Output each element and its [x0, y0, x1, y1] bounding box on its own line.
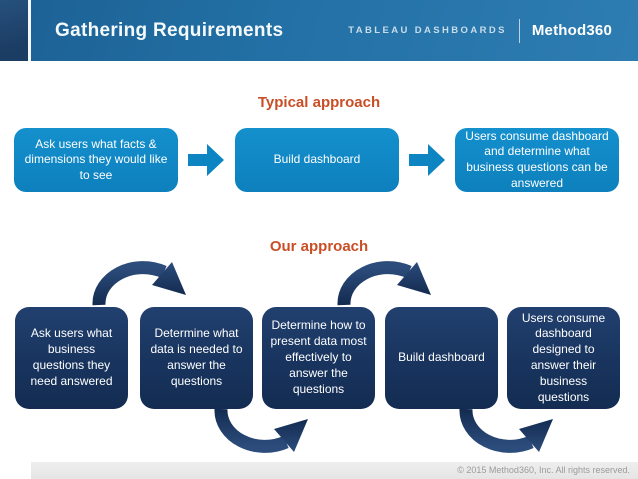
header-bar: Gathering Requirements TABLEAU DASHBOARD… — [31, 0, 638, 61]
typical-step-1: Ask users what facts & dimensions they w… — [14, 128, 178, 192]
header-right: TABLEAU DASHBOARDS Method360 — [348, 18, 612, 43]
curved-arrow-over-icon — [337, 261, 431, 306]
typical-step-3: Users consume dashboard and determine wh… — [455, 128, 619, 192]
curved-arrow-under-icon — [214, 408, 308, 453]
header-left-accent — [0, 0, 28, 61]
our-step-5: Users consume dashboard designed to answ… — [507, 307, 620, 409]
our-step-3: Determine how to present data most effec… — [262, 307, 375, 409]
slide-header: Gathering Requirements TABLEAU DASHBOARD… — [0, 0, 638, 61]
right-arrow-icon — [409, 144, 445, 176]
curved-arrow-over-icon — [92, 261, 186, 306]
header-separator-line — [518, 18, 520, 43]
our-step-1: Ask users what business questions they n… — [15, 307, 128, 409]
our-step-4: Build dashboard — [385, 307, 498, 409]
footer-copyright: © 2015 Method360, Inc. All rights reserv… — [31, 462, 638, 479]
typical-approach-heading: Typical approach — [257, 94, 381, 111]
our-step-2: Determine what data is needed to answer … — [140, 307, 253, 409]
right-arrow-icon — [188, 144, 224, 176]
deck-tagline: TABLEAU DASHBOARDS — [348, 25, 507, 36]
curved-arrow-under-icon — [459, 408, 553, 453]
brand-wordmark: Method360 — [531, 22, 612, 39]
page-title: Gathering Requirements — [55, 19, 284, 41]
our-approach-heading: Our approach — [269, 238, 369, 255]
typical-step-2: Build dashboard — [235, 128, 399, 192]
header-divider-line — [28, 0, 31, 61]
